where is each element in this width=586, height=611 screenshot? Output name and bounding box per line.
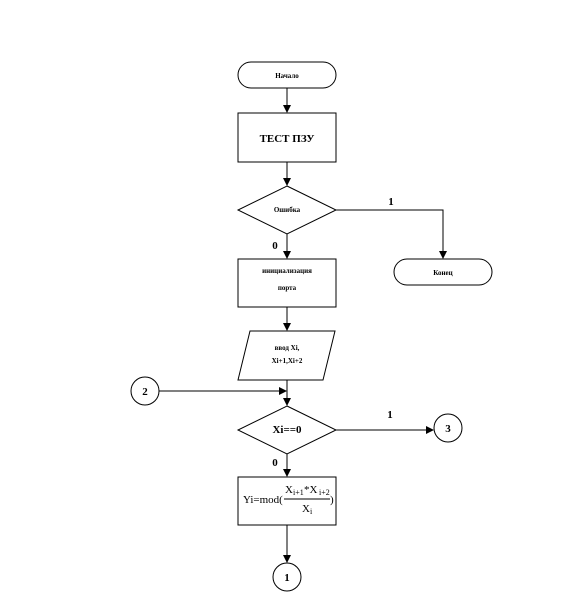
formula-num-mid: *X	[304, 484, 318, 496]
rom-test-label: ТЕСТ ПЗУ	[260, 133, 315, 145]
end-label: Конец	[433, 269, 452, 277]
formula-den-sub: i	[310, 507, 313, 516]
connector-out-label: 3	[445, 423, 451, 435]
port-init-line1: инициализация	[262, 267, 312, 275]
port-init-line2: порта	[278, 284, 297, 292]
formula-num-sub2: i+2	[319, 488, 330, 497]
xi-yes-label: 1	[387, 409, 393, 421]
error-no-label: 0	[272, 240, 278, 252]
formula-lhs: Yi=mod(	[243, 494, 283, 506]
input-line1: ввод Xi,	[275, 344, 300, 352]
formula-denominator: X	[302, 503, 310, 515]
arrow-error-yes	[336, 209, 447, 259]
formula-numerator: X	[285, 484, 293, 496]
input-line2: Xi+1,Xi+2	[272, 357, 303, 365]
formula-process	[237, 476, 337, 526]
xi-check-label: Xi==0	[272, 424, 302, 436]
rom-test-process	[237, 112, 337, 163]
connector-in-label: 2	[142, 386, 148, 398]
formula-num-sub1: i+1	[293, 488, 304, 497]
connector-out-3	[433, 413, 463, 443]
start-label: Начало	[275, 72, 299, 80]
formula-rhs: )	[330, 494, 334, 506]
input-data-shape	[237, 330, 336, 381]
xi-no-label: 0	[272, 457, 278, 469]
error-check-label: Ошибка	[274, 206, 301, 214]
error-yes-label: 1	[388, 196, 394, 208]
connector-bottom-label: 1	[284, 572, 290, 584]
end-terminator	[393, 258, 493, 286]
connector-bottom-1	[272, 562, 302, 592]
